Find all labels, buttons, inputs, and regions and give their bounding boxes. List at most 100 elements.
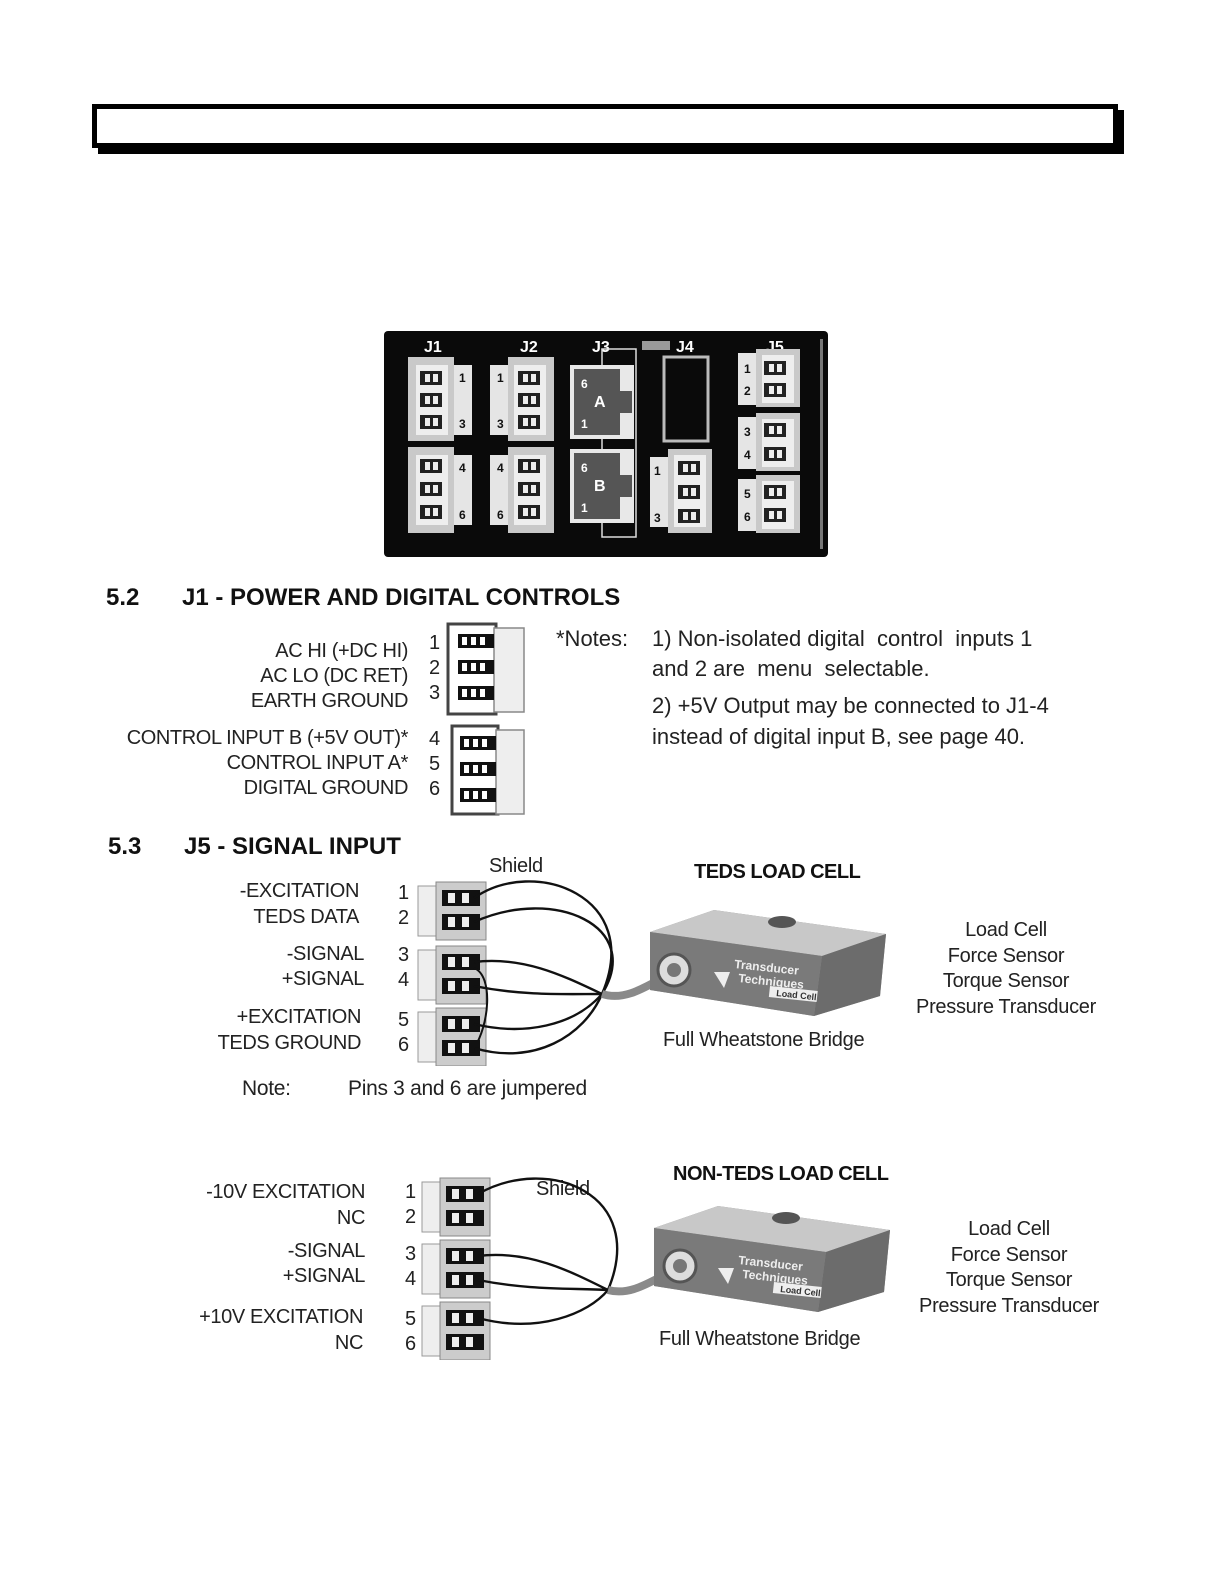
non-teds-label-4: +SIGNAL xyxy=(282,1265,366,1287)
j1-pin-4: 4 xyxy=(429,728,441,750)
svg-text:1: 1 xyxy=(654,464,661,478)
section-5-2-title: J1 - POWER AND DIGITAL CONTROLS xyxy=(182,584,621,611)
non-teds-pin-4: 4 xyxy=(405,1268,417,1290)
teds-load-cell-image: Transducer Techniques Load Cell xyxy=(650,910,886,1016)
svg-text:3: 3 xyxy=(654,511,661,525)
svg-text:3: 3 xyxy=(744,425,751,439)
svg-text:6: 6 xyxy=(581,461,588,475)
non-teds-terminal-block xyxy=(421,1177,491,1360)
teds-sensor-2: Force Sensor xyxy=(947,944,1065,967)
non-teds-pin-3: 3 xyxy=(405,1243,417,1265)
j1-pin-6: 6 xyxy=(429,778,441,800)
rear-panel-diagram: J1 J2 J3 J4 J5 1 3 4 6 1 3 xyxy=(384,331,828,557)
svg-text:4: 4 xyxy=(497,461,504,475)
svg-text:6: 6 xyxy=(744,510,751,524)
j1-label-2: AC LO (DC RET) xyxy=(260,665,408,687)
j3-connector: 6 A 1 6 B 1 xyxy=(570,348,637,538)
teds-pin-5: 5 xyxy=(398,1009,410,1031)
teds-pin-6: 6 xyxy=(398,1034,410,1056)
non-teds-bridge-label: Full Wheatstone Bridge xyxy=(659,1328,861,1350)
svg-text:5: 5 xyxy=(744,487,751,501)
non-teds-label-5: +10V EXCITATION xyxy=(199,1306,363,1328)
board-label-j3: J3 xyxy=(592,339,610,356)
teds-label-4: +SIGNAL xyxy=(281,968,365,990)
non-teds-label-1: -10V EXCITATION xyxy=(206,1181,365,1203)
svg-text:6: 6 xyxy=(459,508,466,522)
non-teds-sensor-4: Pressure Transducer xyxy=(919,1294,1099,1317)
j1-label-1: AC HI (+DC HI) xyxy=(275,640,408,662)
teds-sensor-1: Load Cell xyxy=(965,919,1047,941)
svg-text:1: 1 xyxy=(459,371,466,385)
teds-label-3: -SIGNAL xyxy=(286,943,365,965)
svg-text:1: 1 xyxy=(581,417,588,431)
note-2-line-2: instead of digital input B, see page 40. xyxy=(652,724,1026,749)
j1-pin-1: 1 xyxy=(429,632,441,654)
svg-text:Techniques: Techniques xyxy=(742,1267,809,1288)
teds-note-label: Note: xyxy=(242,1077,291,1100)
svg-text:2: 2 xyxy=(744,384,751,398)
j1-label-6: DIGITAL GROUND xyxy=(243,777,409,799)
j1-connector: 1 3 4 6 xyxy=(408,357,472,533)
non-teds-shield-label: Shield xyxy=(536,1178,590,1200)
svg-text:A: A xyxy=(594,394,606,411)
section-5-3-number: 5.3 xyxy=(108,833,142,860)
section-5-3-title: J5 - SIGNAL INPUT xyxy=(184,833,401,860)
teds-note-text: Pins 3 and 6 are jumpered xyxy=(348,1077,587,1100)
teds-wires xyxy=(473,880,614,1055)
teds-pin-4: 4 xyxy=(398,969,410,991)
non-teds-pin-2: 2 xyxy=(405,1206,417,1228)
section-5-2-number: 5.2 xyxy=(106,584,140,611)
teds-label-6: TEDS GROUND xyxy=(217,1032,362,1054)
svg-text:Load Cell: Load Cell xyxy=(776,988,817,1002)
teds-pin-3: 3 xyxy=(398,944,410,966)
svg-text:3: 3 xyxy=(459,417,466,431)
board-label-j2: J2 xyxy=(520,339,538,356)
non-teds-label-6: NC xyxy=(334,1332,363,1354)
note-1-line-1: 1) Non-isolated digital control inputs 1 xyxy=(652,626,1033,651)
note-2-line-1: 2) +5V Output may be connected to J1-4 xyxy=(652,693,1049,718)
teds-sensor-4: Pressure Transducer xyxy=(916,995,1096,1018)
non-teds-wiring-diagram: Transducer Techniques Load Cell xyxy=(421,1177,890,1360)
teds-terminal-block xyxy=(417,881,487,1066)
non-teds-title: NON-TEDS LOAD CELL xyxy=(673,1163,889,1185)
svg-text:6: 6 xyxy=(497,508,504,522)
svg-text:Transducer: Transducer xyxy=(734,957,800,978)
svg-text:B: B xyxy=(594,478,606,495)
board-label-j1: J1 xyxy=(424,339,442,356)
j4-connector: 1 3 xyxy=(650,355,712,533)
j2-connector: 1 3 4 6 xyxy=(490,357,554,533)
teds-pin-2: 2 xyxy=(398,907,410,929)
svg-text:3: 3 xyxy=(497,417,504,431)
j1-pin-5: 5 xyxy=(429,753,441,775)
j1-pin-3: 3 xyxy=(429,682,441,704)
non-teds-pin-6: 6 xyxy=(405,1333,417,1355)
teds-label-1: -EXCITATION xyxy=(239,880,360,902)
teds-title: TEDS LOAD CELL xyxy=(694,861,861,883)
non-teds-pin-1: 1 xyxy=(405,1181,417,1203)
j1-terminal-block xyxy=(446,622,525,816)
svg-text:Load Cell: Load Cell xyxy=(780,1284,821,1298)
non-teds-sensor-3: Torque Sensor xyxy=(945,1269,1073,1291)
note-1-line-2: and 2 are menu selectable. xyxy=(652,656,930,681)
teds-wiring-diagram: Transducer Techniques Load Cell xyxy=(417,880,886,1066)
non-teds-wires xyxy=(477,1177,619,1325)
j1-label-3: EARTH GROUND xyxy=(250,690,408,712)
svg-text:Transducer: Transducer xyxy=(738,1253,804,1274)
svg-text:1: 1 xyxy=(497,371,504,385)
teds-label-5: +EXCITATION xyxy=(236,1006,362,1028)
svg-text:6: 6 xyxy=(581,377,588,391)
teds-bridge-label: Full Wheatstone Bridge xyxy=(663,1029,865,1051)
non-teds-sensor-2: Force Sensor xyxy=(950,1243,1068,1266)
notes-label: *Notes: xyxy=(556,626,629,651)
non-teds-label-2: NC xyxy=(336,1207,365,1229)
board-label-j4: J4 xyxy=(676,339,694,356)
svg-text:4: 4 xyxy=(744,448,751,462)
svg-text:Techniques: Techniques xyxy=(738,971,805,992)
header-bar xyxy=(92,104,1118,148)
non-teds-pin-5: 5 xyxy=(405,1308,417,1330)
svg-text:1: 1 xyxy=(744,362,751,376)
j1-label-5: CONTROL INPUT A* xyxy=(226,752,409,774)
teds-sensor-3: Torque Sensor xyxy=(942,970,1070,992)
non-teds-load-cell-image: Transducer Techniques Load Cell xyxy=(654,1206,890,1312)
svg-text:4: 4 xyxy=(459,461,466,475)
